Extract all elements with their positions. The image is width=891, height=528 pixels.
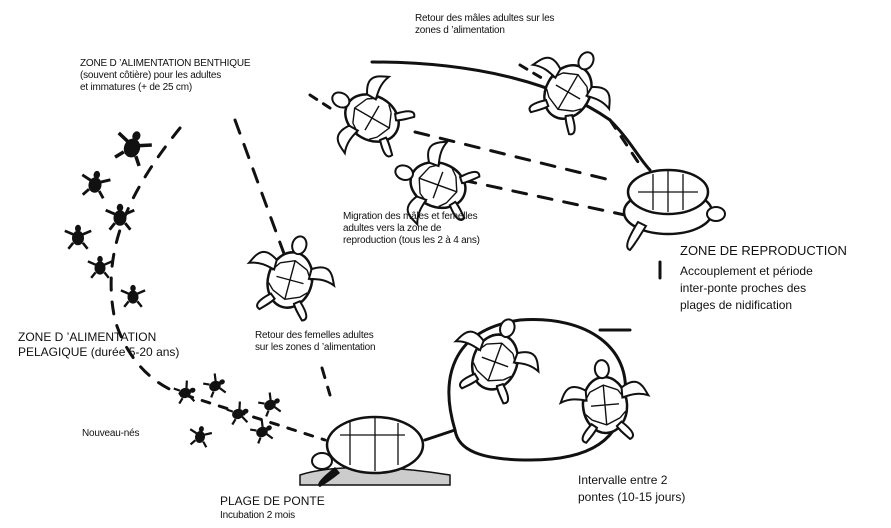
turtle-benthic-icon [311, 57, 425, 174]
juvenile-icon-2 [79, 168, 112, 199]
hatchling-icon-4 [257, 390, 285, 419]
label-reproduction-zone-title: ZONE DE REPRODUCTION [680, 243, 847, 259]
hatchling-icon-6 [188, 424, 213, 448]
turtle-internesting-icon-2 [557, 356, 652, 444]
path-repro-dash [610, 120, 640, 165]
juvenile-icon-1 [111, 125, 155, 167]
label-hatchlings: Nouveau-nés [82, 428, 139, 440]
juvenile-icon-6 [121, 285, 145, 307]
label-benthic-zone: ZONE D ’ALIMENTATION BENTHIQUE (souvent … [80, 58, 250, 95]
hatchling-icon-5 [249, 417, 277, 446]
path-beach-loop [425, 430, 455, 440]
path-bent-dash [310, 95, 330, 108]
juvenile-icon-5 [88, 256, 112, 278]
turtle-female-return-icon [238, 225, 344, 326]
juvenile-icon-4 [65, 225, 91, 249]
label-migration: Migration des mâles et femelles adultes … [343, 211, 480, 248]
label-internesting-interval: Intervalle entre 2 pontes (10-15 jours) [578, 472, 685, 506]
hatchling-icon-1 [173, 379, 199, 407]
mating-turtles-icon [624, 170, 725, 250]
juvenile-icon-3 [106, 204, 135, 230]
label-nesting-beach-desc: Incubation 2 mois [220, 510, 295, 522]
label-nesting-beach-title: PLAGE DE PONTE [220, 494, 325, 509]
path-female-beach [322, 368, 330, 395]
hatchling-icon-2 [202, 371, 230, 400]
label-reproduction-zone-desc: Accouplement et période inter-ponte proc… [680, 263, 813, 313]
turtle-male-return-icon [512, 31, 629, 145]
label-pelagic-zone: ZONE D ’ALIMENTATION PELAGIQUE (durée 5-… [18, 330, 179, 359]
path-benthic-down [235, 120, 290, 270]
label-females-return: Retour des femelles adultes sur les zone… [255, 330, 375, 354]
hatchling-icon-3 [226, 400, 252, 428]
path-migration-2 [462, 180, 625, 215]
nesting-female-icon [300, 417, 450, 487]
label-males-return: Retour des mâles adultes sur les zones d… [415, 13, 554, 37]
